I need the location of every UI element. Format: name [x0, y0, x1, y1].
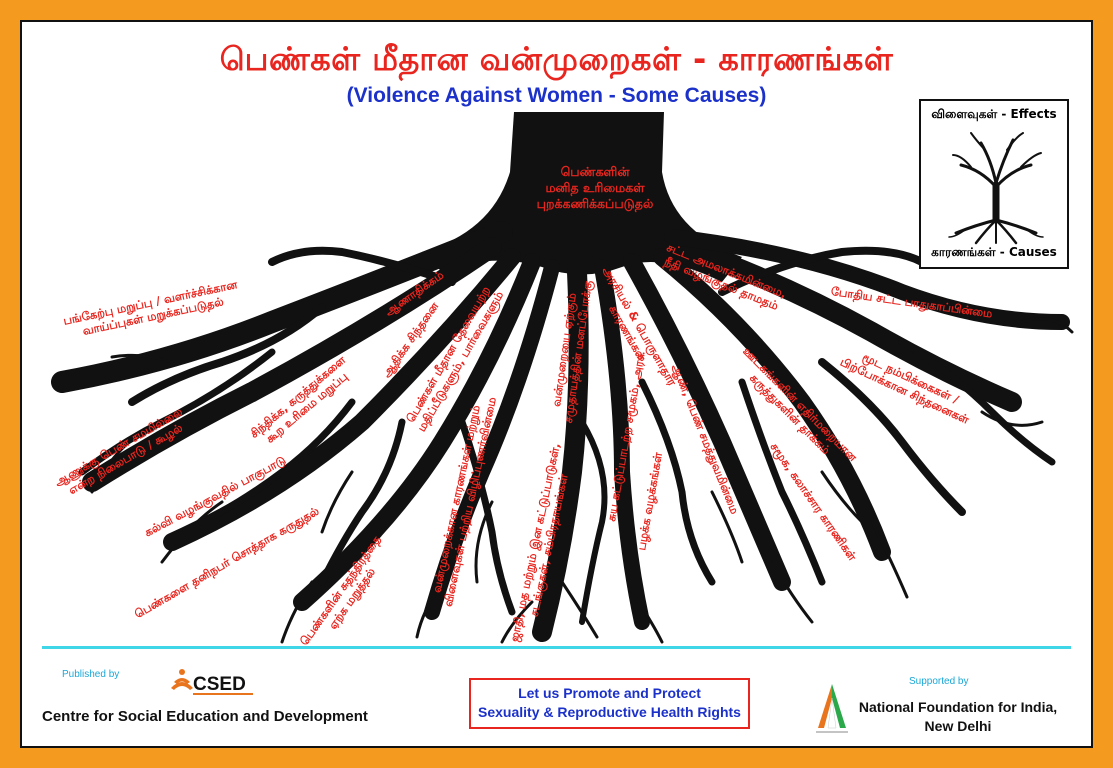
supporter-name: National Foundation for India, New Delhi	[858, 699, 1058, 734]
nfi-logo	[816, 684, 848, 733]
footer-divider	[42, 646, 1071, 649]
poster-title: பெண்கள் மீதான வன்முறைகள் - காரணங்கள்	[219, 40, 894, 78]
poster: பெண்கள் மீதான வன்முறைகள் - காரணங்கள் (Vi…	[20, 20, 1093, 748]
trunk-label: பெண்களின் மனித உரிமைகள் புறக்கணிக்கப்படு…	[536, 164, 654, 211]
tree-roots-illustration	[51, 112, 1074, 644]
legend-box: விளைவுகள் - Effects காரணங்கள	[919, 99, 1069, 269]
publisher-name: Centre for Social Education and Developm…	[42, 708, 368, 725]
legend-effects-label: விளைவுகள் - Effects	[931, 107, 1057, 121]
svg-text:CSED: CSED	[193, 674, 246, 695]
published-by-label: Published by	[62, 669, 120, 680]
poster-subtitle: (Violence Against Women - Some Causes)	[346, 84, 767, 107]
legend-causes-label: காரணங்கள் - Causes	[931, 245, 1057, 259]
csed-logo: CSED	[171, 669, 253, 695]
tree-icon	[948, 132, 1044, 245]
promo-box: Let us Promote and Protect Sexuality & R…	[469, 678, 750, 729]
supported-by-label: Supported by	[909, 676, 969, 687]
